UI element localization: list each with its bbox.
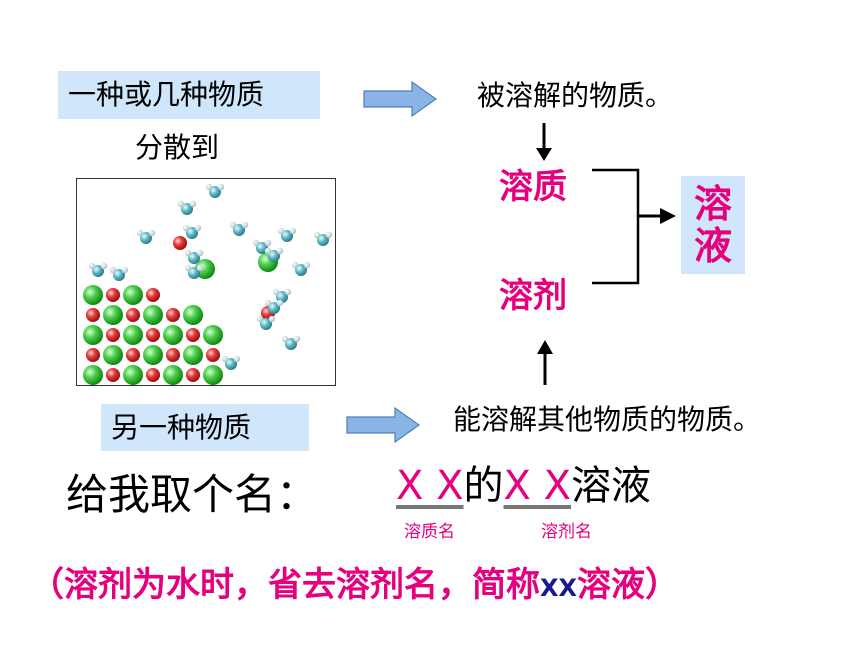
- solute-description: 被溶解的物质。: [477, 79, 674, 112]
- solution-box: 溶液: [681, 176, 745, 274]
- label-box-another: 另一种物质: [101, 404, 309, 451]
- label-box-one-or-more: 一种或几种物质: [58, 71, 320, 119]
- formula-solute-placeholder: X X: [396, 463, 464, 509]
- solution-label: 溶液: [693, 182, 732, 268]
- note-close: 溶液）: [577, 565, 680, 605]
- formula-solvent-placeholder: X X: [503, 463, 572, 509]
- up-arrow-icon: [537, 340, 553, 385]
- solute-label: 溶质: [499, 167, 567, 207]
- right-arrow-icon: [363, 80, 438, 118]
- naming-formula: X X的X X溶液: [396, 466, 651, 506]
- sub-label-solute-name: 溶质名: [404, 522, 455, 542]
- formula-de: 的: [463, 463, 504, 509]
- bracket-connector: [592, 168, 676, 285]
- bottom-note: （溶剂为水时，省去溶剂名，简称XX溶液）: [30, 568, 679, 602]
- down-arrow-icon: [536, 123, 552, 161]
- note-open: （溶剂为水时，省去溶剂名，简称: [30, 565, 540, 605]
- label-one-or-more: 一种或几种物质: [68, 78, 265, 111]
- solvent-description: 能溶解其他物质的物质。: [453, 403, 762, 436]
- dissolving-illustration: [76, 178, 336, 386]
- note-xx: XX: [540, 574, 578, 602]
- solvent-label: 溶剂: [499, 276, 567, 316]
- disperse-into-text: 分散到: [135, 131, 220, 164]
- right-arrow-icon: [346, 406, 421, 444]
- crystal-lattice: [83, 285, 223, 385]
- sub-label-solvent-name: 溶剂名: [541, 522, 592, 542]
- naming-prompt: 给我取个名：: [66, 470, 319, 519]
- label-another: 另一种物质: [111, 411, 252, 444]
- formula-tail: 溶液: [571, 463, 652, 509]
